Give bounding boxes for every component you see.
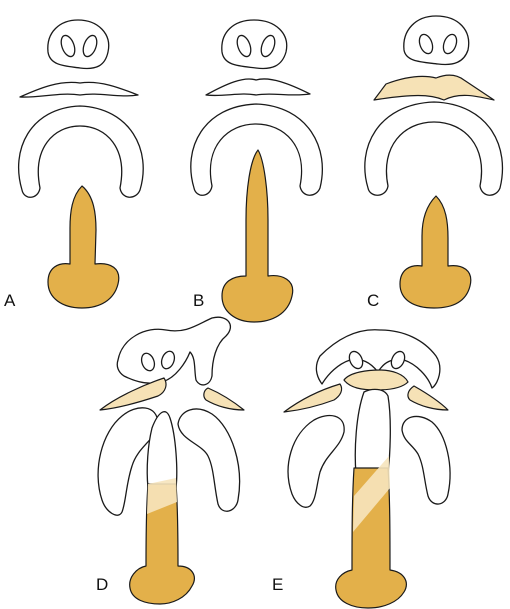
tongue-lobe-right bbox=[402, 416, 450, 504]
tongue-lobe-right bbox=[178, 409, 240, 511]
panel-label-a: A bbox=[4, 291, 16, 310]
panel-b: B bbox=[191, 20, 323, 322]
panel-a: A bbox=[4, 20, 143, 310]
nasal-placode-outline bbox=[48, 20, 109, 68]
panel-e: E bbox=[272, 330, 450, 608]
panel-d: D bbox=[96, 317, 244, 604]
head-outline bbox=[117, 317, 230, 385]
lip-fold bbox=[206, 79, 310, 96]
nasal-placode-outline bbox=[222, 20, 287, 68]
arch-band bbox=[365, 102, 503, 195]
panel-label-e: E bbox=[272, 575, 283, 594]
gold-stalk bbox=[48, 186, 119, 308]
arch-band bbox=[19, 106, 144, 197]
panel-c: C bbox=[365, 16, 503, 310]
lip-fold bbox=[20, 82, 138, 97]
panel-label-c: C bbox=[367, 291, 379, 310]
nasal-placode-outline bbox=[404, 16, 469, 64]
tongue-lobe-left bbox=[288, 416, 344, 508]
palatal-shelf-right bbox=[408, 386, 448, 410]
palatal-shelf-left bbox=[100, 378, 166, 410]
panel-label-b: B bbox=[193, 291, 204, 310]
panel-label-d: D bbox=[96, 575, 108, 594]
palatal-shelf-left bbox=[284, 384, 342, 412]
gold-stalk bbox=[222, 150, 293, 322]
gold-stalk bbox=[400, 196, 471, 308]
palatal-shelf-right bbox=[204, 388, 244, 410]
premaxilla-disc bbox=[344, 370, 408, 390]
lip-fold-pale bbox=[374, 75, 494, 100]
